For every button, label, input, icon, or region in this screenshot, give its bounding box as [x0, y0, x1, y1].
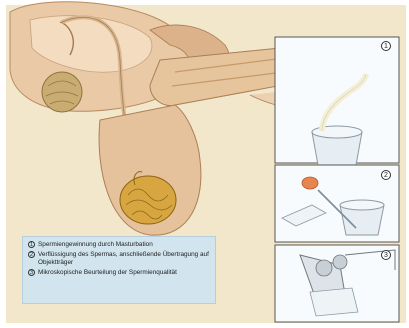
- specimen-slide: [310, 288, 358, 316]
- panel-number-1: 1: [381, 41, 391, 51]
- legend-number-1: 1: [28, 241, 35, 248]
- legend-box: 1 Spermiengewinnung durch Masturbation 2…: [22, 236, 216, 304]
- panel-number-3: 3: [381, 250, 391, 260]
- pipette-bulb-icon: [302, 177, 318, 189]
- legend-text-1: Spermiengewinnung durch Masturbation: [38, 241, 210, 249]
- legend-item-2: 2 Verflüssigung des Spermas, anschließen…: [28, 251, 210, 267]
- step-panel-1: [275, 37, 399, 165]
- objective-lens-1: [316, 260, 332, 276]
- beaker-rim: [340, 200, 384, 210]
- legend-item-1: 1 Spermiengewinnung durch Masturbation: [28, 241, 210, 249]
- legend-text-3: Mikroskopische Beurteilung der Spermienq…: [38, 269, 210, 277]
- legend-text-2: Verflüssigung des Spermas, anschließende…: [38, 251, 210, 267]
- legend-item-3: 3 Mikroskopische Beurteilung der Spermie…: [28, 269, 210, 277]
- panel-number-2: 2: [381, 170, 391, 180]
- legend-number-3: 3: [28, 269, 35, 276]
- objective-lens-2: [333, 255, 347, 269]
- testis: [120, 176, 176, 224]
- legend-number-2: 2: [28, 251, 35, 258]
